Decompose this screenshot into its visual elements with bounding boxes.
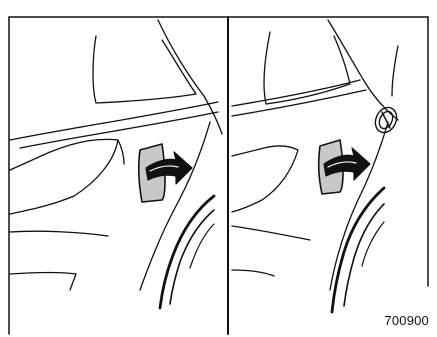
right-panel: [232, 20, 401, 312]
right-car-body-lines: [232, 20, 398, 312]
left-car-body-lines: [10, 20, 222, 308]
figure-code: 700900: [384, 313, 429, 328]
left-panel: [10, 20, 222, 308]
